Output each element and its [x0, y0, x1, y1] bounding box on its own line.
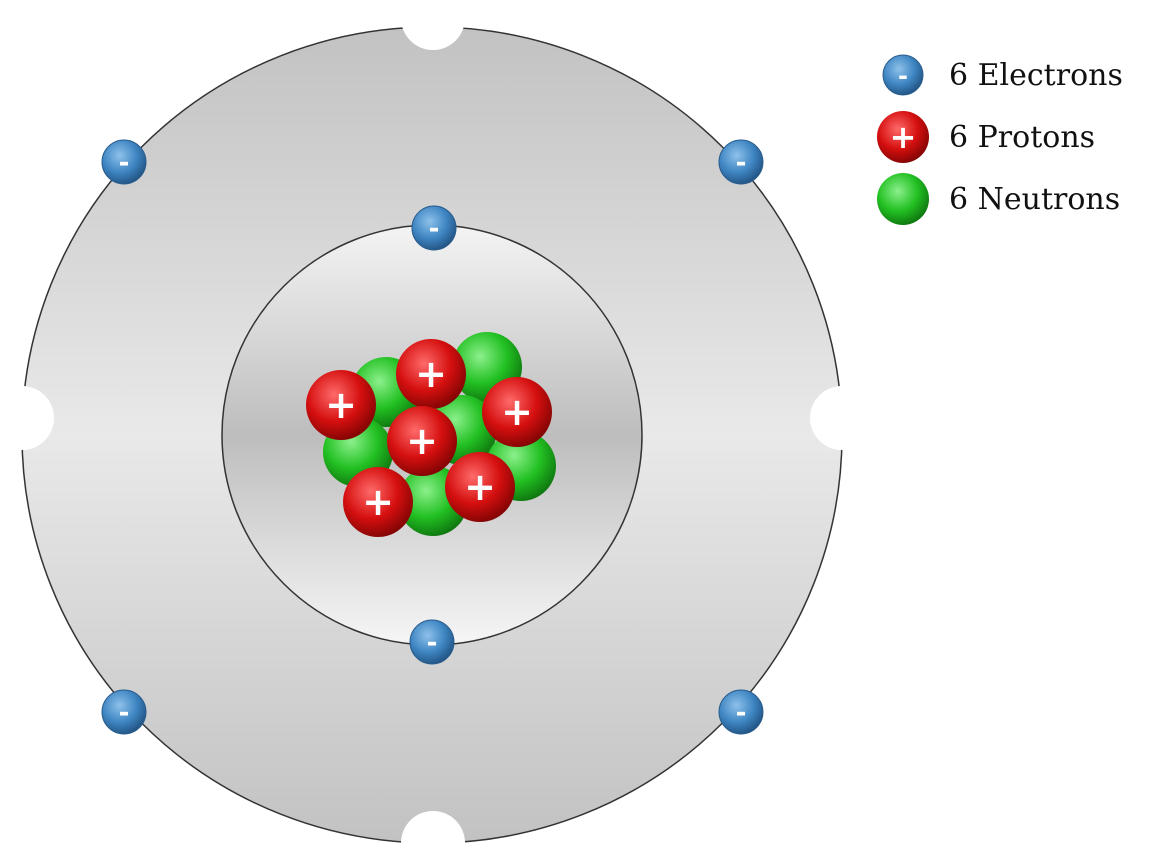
electron-sign: -	[119, 698, 130, 728]
electron-sign: -	[898, 62, 908, 90]
proton-sign: +	[415, 352, 447, 396]
proton: +	[343, 467, 413, 537]
electron: -	[101, 139, 147, 185]
electron-sign: -	[429, 214, 440, 244]
proton-sign: +	[501, 390, 533, 434]
legend-item-electrons: - 6 Electrons	[875, 44, 1145, 106]
legend-label-protons: 6 Protons	[949, 119, 1096, 155]
nucleus: + + + + + +	[306, 332, 556, 537]
electron: -	[409, 619, 455, 665]
legend: - 6 Electrons + 6 Protons	[875, 44, 1145, 230]
electron: -	[718, 689, 764, 735]
legend-item-neutrons: 6 Neutrons	[875, 168, 1145, 230]
proton-icon: +	[875, 109, 931, 165]
proton: +	[387, 406, 457, 476]
electron-icon: -	[875, 47, 931, 103]
proton: +	[396, 339, 466, 409]
proton-sign: +	[890, 118, 917, 156]
proton-sign: +	[362, 480, 394, 524]
proton-sign: +	[464, 465, 496, 509]
proton: +	[306, 370, 376, 440]
neutron-icon	[875, 171, 931, 227]
proton: +	[445, 452, 515, 522]
atom-diagram: + + + + + + - - - - - -	[21, 26, 843, 844]
legend-label-electrons: 6 Electrons	[949, 57, 1123, 93]
legend-label-neutrons: 6 Neutrons	[949, 181, 1121, 217]
electron-sign: -	[427, 628, 438, 658]
proton: +	[482, 377, 552, 447]
electron-sign: -	[736, 148, 747, 178]
electron-sign: -	[736, 698, 747, 728]
legend-item-protons: + 6 Protons	[875, 106, 1145, 168]
electron: -	[718, 139, 764, 185]
proton-sign: +	[406, 419, 438, 463]
proton-sign: +	[325, 383, 357, 427]
electron: -	[411, 205, 457, 251]
electron: -	[101, 689, 147, 735]
electron-sign: -	[119, 148, 130, 178]
